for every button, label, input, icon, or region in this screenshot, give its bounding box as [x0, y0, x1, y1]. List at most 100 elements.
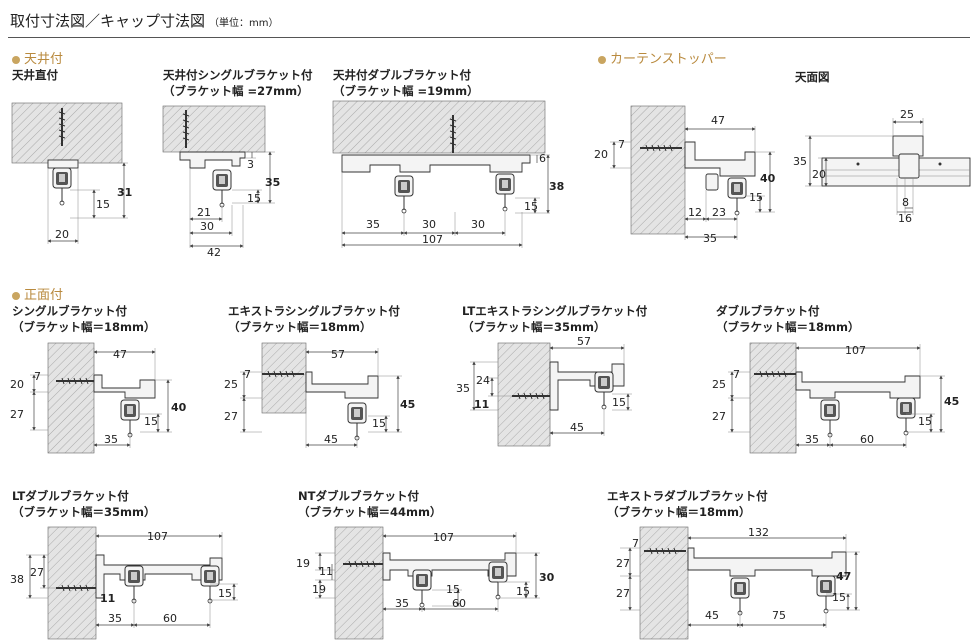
section-ceiling: 天井付 — [12, 48, 63, 67]
dim-label: 47 — [836, 570, 851, 583]
dim-label: 19 — [296, 557, 310, 570]
dim-label: 107 — [845, 344, 866, 357]
dim-label: 6 — [539, 152, 546, 165]
dim-label: 7 — [244, 368, 251, 381]
dim-label: 35 — [395, 597, 409, 610]
dim-label: 47 — [711, 114, 725, 127]
dim-label: 27 — [712, 410, 726, 423]
dim-label: 16 — [898, 212, 912, 225]
dim-label: 27 — [616, 557, 630, 570]
title-double: ダブルブラケット付（ブラケット幅＝18mm） — [716, 304, 860, 334]
dim-label: 38 — [10, 573, 24, 586]
dim-label: 7 — [34, 370, 41, 383]
page-header: 取付寸法図／キャップ寸法図（単位：mm） — [10, 10, 279, 31]
title-top-view: 天面図 — [795, 70, 830, 84]
dim-label: 20 — [812, 168, 826, 181]
dim-label: 25 — [224, 378, 238, 391]
title-ceiling-direct: 天井直付 — [12, 68, 58, 82]
dim-label: 15 — [96, 198, 110, 211]
dim-label: 47 — [113, 348, 127, 361]
dim-label: 27 — [224, 410, 238, 423]
page-title: 取付寸法図／キャップ寸法図 — [10, 12, 206, 30]
dim-label: 35 — [805, 433, 819, 446]
dim-label: 60 — [163, 612, 177, 625]
wall-hatch — [47, 526, 97, 640]
dim-label: 57 — [577, 335, 591, 348]
dim-label: 11 — [474, 398, 489, 411]
dim-label: 15 — [372, 417, 386, 430]
dim-label: 25 — [712, 378, 726, 391]
title-extra-single: エキストラシングルブラケット付（ブラケット幅＝18mm） — [228, 304, 400, 334]
rail-top — [821, 157, 971, 187]
bullet-icon — [12, 55, 20, 64]
dim-label: 27 — [30, 566, 44, 579]
dim-label: 27 — [616, 587, 630, 600]
dim-label: 45 — [400, 398, 415, 411]
dim-label: 45 — [944, 395, 959, 408]
dim-label: 15 — [446, 583, 460, 596]
ceiling-hatch — [162, 105, 266, 153]
bracket — [341, 154, 531, 173]
wall-hatch — [334, 526, 384, 640]
title-lt-extra-single: LTエキストラシングルブラケット付（ブラケット幅＝35mm） — [462, 304, 648, 334]
bracket — [795, 371, 921, 399]
dim-label: 7 — [618, 138, 625, 151]
bullet-icon — [12, 291, 20, 300]
title-nt-double: NTダブルブラケット付（ブラケット幅＝44mm） — [298, 489, 442, 519]
dim-label: 20 — [594, 148, 608, 161]
dim-label: 25 — [900, 108, 914, 121]
dim-label: 45 — [570, 421, 584, 434]
title-single: シングルブラケット付（ブラケット幅＝18mm） — [12, 304, 156, 334]
dim-label: 38 — [549, 180, 564, 193]
dim-label: 35 — [104, 433, 118, 446]
dim-label: 15 — [247, 192, 261, 205]
ceiling-hatch — [11, 102, 123, 164]
title-extra-double: エキストラダブルブラケット付（ブラケット幅＝18mm） — [607, 489, 768, 519]
dim-label: 31 — [117, 186, 132, 199]
title-ceiling-single: 天井付シングルブラケット付（ブラケット幅 =27mm） — [163, 68, 313, 98]
dim-label: 60 — [860, 433, 874, 446]
dim-label: 107 — [433, 531, 454, 544]
unit-note: （単位：mm） — [209, 18, 279, 29]
dim-label: 132 — [748, 526, 769, 539]
dim-label: 40 — [171, 401, 187, 414]
dim-label: 30 — [422, 218, 436, 231]
dim-label: 75 — [772, 609, 786, 622]
dim-label: 23 — [712, 206, 726, 219]
dim-label: 7 — [632, 537, 639, 550]
dim-label: 30 — [200, 220, 214, 233]
dim-label: 35 — [366, 218, 380, 231]
dim-label: 30 — [539, 571, 555, 584]
dim-label: 15 — [516, 585, 530, 598]
ceiling-hatch — [332, 100, 546, 154]
dim-label: 15 — [524, 200, 538, 213]
dim-label: 42 — [207, 246, 221, 259]
dim-label: 40 — [760, 172, 776, 185]
dim-label: 8 — [902, 196, 909, 209]
wall-hatch — [630, 105, 686, 235]
wall-hatch — [639, 526, 689, 640]
dim-label: 20 — [55, 228, 69, 241]
dim-label: 19 — [312, 583, 326, 596]
dim-label: 15 — [749, 191, 763, 204]
dim-label: 35 — [265, 176, 280, 189]
dim-label: 11 — [100, 592, 115, 605]
title-lt-double: LTダブルブラケット付（ブラケット幅＝35mm） — [12, 489, 156, 519]
runner-icon — [730, 577, 750, 616]
wall-hatch — [47, 342, 95, 454]
wall-hatch — [749, 342, 797, 454]
bullet-icon — [598, 55, 606, 64]
header-rule — [8, 37, 970, 38]
stopper-clip — [898, 153, 920, 179]
bracket — [687, 547, 847, 577]
